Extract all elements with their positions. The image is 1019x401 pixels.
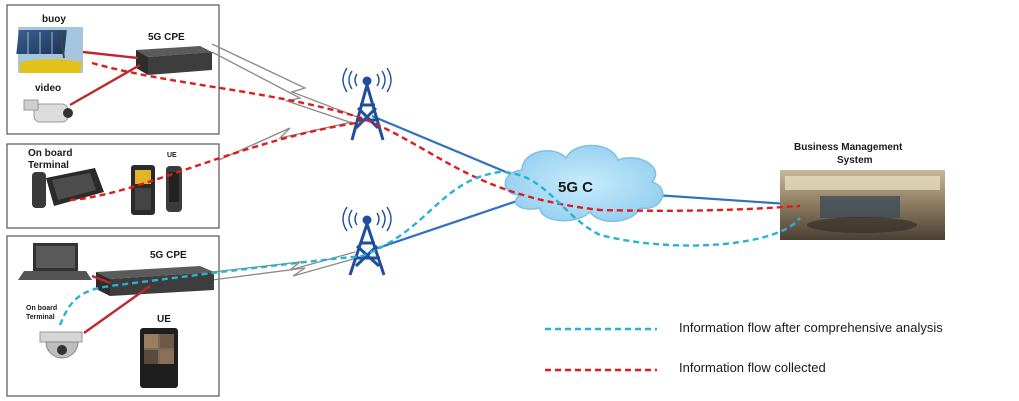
buoy-label: buoy xyxy=(42,14,66,25)
wired-link-video-cpe xyxy=(69,63,141,107)
terminal-label-middle-2: Terminal xyxy=(28,160,69,171)
terminal-label-bottom-1: On board xyxy=(26,305,57,312)
wired-link-camera-cpe xyxy=(83,285,151,334)
cpe-device-bottom xyxy=(96,266,214,296)
wireless-links xyxy=(211,43,361,281)
core-label: 5G C xyxy=(558,179,593,196)
signal-waves-bottom xyxy=(342,206,392,232)
legend-label-collected: Information flow collected xyxy=(679,360,826,375)
onboard-terminal-image-middle xyxy=(32,168,104,208)
wired-link-laptop-cpe xyxy=(91,274,111,285)
video-label: video xyxy=(35,83,61,94)
cpe-label-bottom: 5G CPE xyxy=(150,250,187,261)
bms-control-room-image xyxy=(780,170,945,240)
legend-label-analysis: Information flow after comprehensive ana… xyxy=(679,320,943,335)
laptop-image xyxy=(18,243,92,280)
bms-label-2: System xyxy=(837,155,873,166)
signal-waves-top xyxy=(342,67,392,93)
cpe-label-top: 5G CPE xyxy=(148,32,185,43)
wired-link-buoy-cpe xyxy=(82,50,139,60)
tower-bottom xyxy=(348,215,386,276)
ue-label-bottom: UE xyxy=(157,314,171,325)
backhaul-links xyxy=(371,114,789,252)
bms-label-1: Business Management xyxy=(794,142,903,153)
collected-flow-paths xyxy=(69,61,801,212)
cpe-device-top xyxy=(136,46,212,75)
buoy-image xyxy=(16,27,83,73)
dome-camera-image xyxy=(39,331,83,359)
video-camera-image xyxy=(23,99,73,123)
terminal-label-bottom-2: Terminal xyxy=(26,314,55,321)
analysis-flow-paths xyxy=(58,170,801,326)
ue-device-middle xyxy=(131,165,182,215)
core-cloud: 5G C xyxy=(504,144,664,223)
ue-device-bottom xyxy=(140,328,178,388)
tower-top xyxy=(350,76,385,141)
terminal-label-middle-1: On board xyxy=(28,148,72,159)
ue-label-middle: UE xyxy=(167,152,177,159)
